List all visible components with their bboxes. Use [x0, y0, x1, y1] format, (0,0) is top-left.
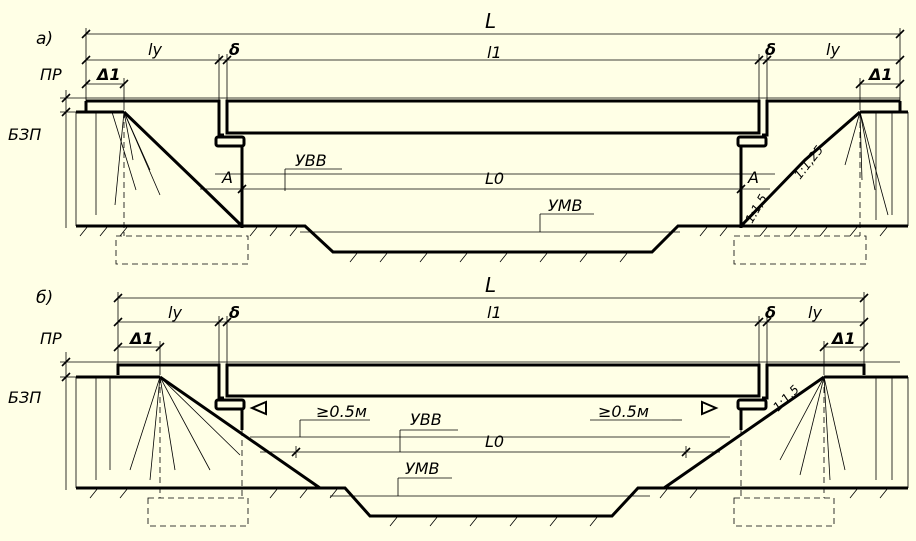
point-a-right-label: A: [747, 168, 759, 187]
low-water-label: УМВ: [548, 196, 583, 215]
clear-span-label-b: L0: [485, 432, 504, 451]
high-water-label-b: УВВ: [410, 410, 442, 429]
clearance-right-label: ≥0.5м: [598, 402, 649, 421]
ly-right-label-b: lу: [808, 303, 822, 322]
design-level-label-b: ПР: [40, 329, 62, 348]
bearing-triangles-b: [249, 400, 719, 416]
ground-profile-b: [76, 375, 908, 518]
low-water-label-b: УМВ: [405, 459, 440, 478]
delta1-right-label-b: Δ1: [830, 329, 856, 348]
point-a-left-label: A: [221, 168, 233, 187]
soil-hatch-b: [75, 376, 909, 488]
scheme-b: б) L lу lу δ δ l1 Δ1 Δ1 ПР БЗП УВВ УМВ L…: [8, 273, 909, 527]
dimension-ticks-b: [61, 293, 869, 457]
ground-profile-a: [76, 110, 908, 254]
gap-left-label: δ: [229, 40, 240, 59]
total-length-label: L: [485, 9, 496, 33]
ground-ticks-a: [79, 225, 889, 263]
scheme-a: а) L lу lу δ δ l1 Δ1 Δ1 ПР БЗП УВВ УМВ L…: [8, 9, 909, 265]
high-water-label: УВВ: [295, 151, 327, 170]
gap-right-label-b: δ: [765, 303, 776, 322]
embankment-edge-label-b: БЗП: [8, 388, 41, 407]
ly-left-label-b: lу: [168, 303, 182, 322]
scheme-b-label: б): [36, 288, 53, 308]
delta1-left-label: Δ1: [95, 65, 121, 84]
foundation-dashed-a: [115, 112, 867, 265]
total-length-label-b: L: [485, 273, 496, 297]
dimension-ticks-a: [61, 29, 905, 194]
delta1-right-label: Δ1: [867, 65, 893, 84]
span-length-label-b: l1: [487, 303, 502, 322]
dimension-lines-b: [60, 292, 900, 497]
ly-right-label: lу: [826, 40, 840, 59]
scheme-a-label: а): [36, 29, 53, 49]
slope-1-125-label: 1:1,25: [791, 143, 826, 182]
span-length-label: l1: [487, 43, 502, 62]
delta1-left-label-b: Δ1: [128, 329, 154, 348]
clear-span-label: L0: [485, 169, 504, 188]
slope-1-15-a-label: 1:1,5: [742, 192, 770, 226]
slope-1-15-b-label: 1:1,5: [770, 382, 802, 414]
foundation-dashed-b: [147, 377, 835, 527]
gap-left-label-b: δ: [229, 303, 240, 322]
design-level-label: ПР: [40, 65, 62, 84]
superstructure-b: [76, 363, 908, 430]
ground-ticks-b: [89, 487, 889, 527]
superstructure-a: [76, 99, 908, 228]
clearance-left-label: ≥0.5м: [316, 402, 367, 421]
embankment-edge-label: БЗП: [8, 125, 41, 144]
ly-left-label: lу: [148, 40, 162, 59]
gap-right-label: δ: [765, 40, 776, 59]
